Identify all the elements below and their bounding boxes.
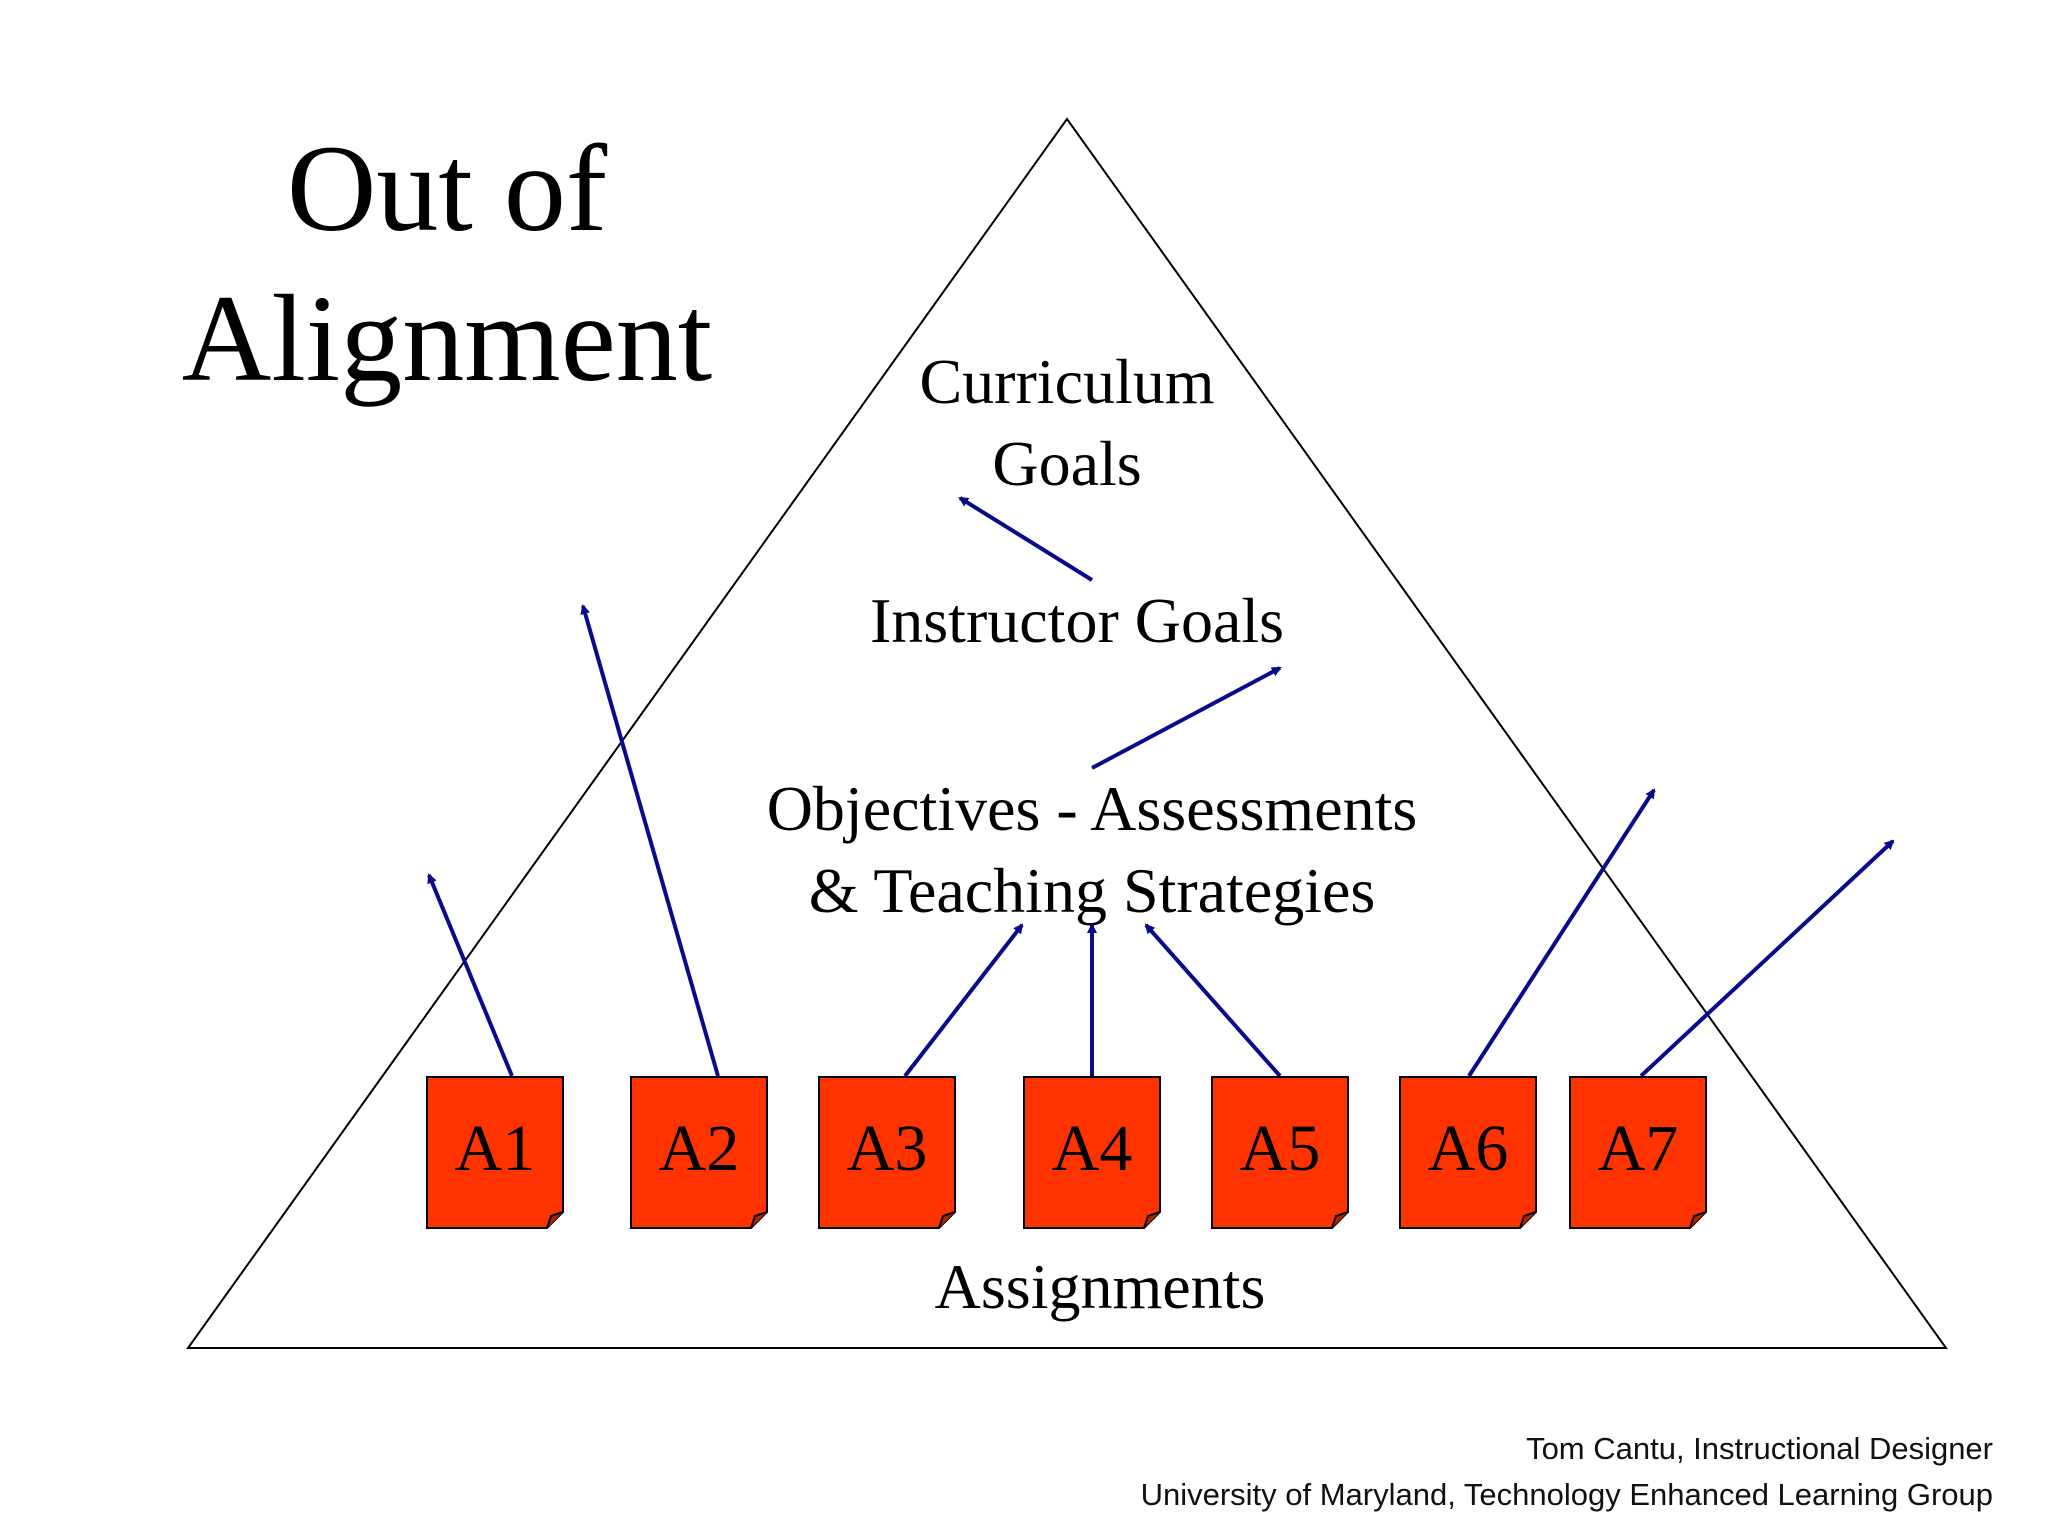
objectives-label-line-2: & Teaching Strategies — [809, 855, 1376, 926]
credit-line-2: University of Maryland, Technology Enhan… — [1141, 1477, 1993, 1512]
arrow-a1-outside — [427, 873, 514, 1077]
pyramid-outline — [186, 117, 1948, 1349]
assignment-box-label: A5 — [1240, 1112, 1321, 1185]
folded-corner-icon — [1519, 1211, 1537, 1229]
credit-line-1: Tom Cantu, Instructional Designer — [1526, 1431, 1993, 1466]
folded-corner-icon — [546, 1211, 564, 1229]
assignment-box-label: A3 — [847, 1112, 928, 1185]
folded-corner-icon — [1331, 1211, 1349, 1229]
assignment-box-a2: A2 — [630, 1076, 768, 1229]
assignments-label: Assignments — [935, 1251, 1266, 1322]
arrow-a2-outside — [580, 604, 720, 1077]
folded-corner-icon — [1143, 1211, 1161, 1229]
assignment-box-label: A7 — [1598, 1112, 1679, 1185]
alignment-arrows — [427, 496, 1895, 1078]
assignment-box-a5: A5 — [1211, 1076, 1349, 1229]
arrow-a5-to-objectives — [1144, 923, 1282, 1078]
assignment-box-a4: A4 — [1023, 1076, 1161, 1229]
assignment-box-label: A6 — [1428, 1112, 1509, 1185]
assignment-box-a1: A1 — [426, 1076, 564, 1229]
assignment-box-label: A4 — [1052, 1112, 1133, 1185]
curriculum-goals-label-line-2: Goals — [992, 428, 1141, 499]
curriculum-goals-label-line-1: Curriculum — [919, 346, 1214, 417]
assignment-box-a6: A6 — [1399, 1076, 1537, 1229]
folded-corner-icon — [938, 1211, 956, 1229]
slide-title-line-2: Alignment — [182, 270, 712, 407]
folded-corner-icon — [750, 1211, 768, 1229]
slide-title-line-1: Out of — [287, 120, 608, 257]
assignment-box-label: A2 — [659, 1112, 740, 1185]
arrow-instructor-to-curriculum — [958, 496, 1094, 582]
arrow-a3-to-objectives — [903, 923, 1024, 1078]
assignment-box-a7: A7 — [1569, 1076, 1707, 1229]
assignment-box-a3: A3 — [818, 1076, 956, 1229]
objectives-label-line-1: Objectives - Assessments — [767, 773, 1418, 844]
arrow-a7-outside — [1639, 839, 1895, 1078]
folded-corner-icon — [1689, 1211, 1707, 1229]
arrow-objectives-to-instructor — [1091, 666, 1282, 770]
assignment-box-label: A1 — [455, 1112, 536, 1185]
instructor-goals-label: Instructor Goals — [870, 585, 1284, 656]
arrow-a6-outside — [1467, 788, 1656, 1078]
